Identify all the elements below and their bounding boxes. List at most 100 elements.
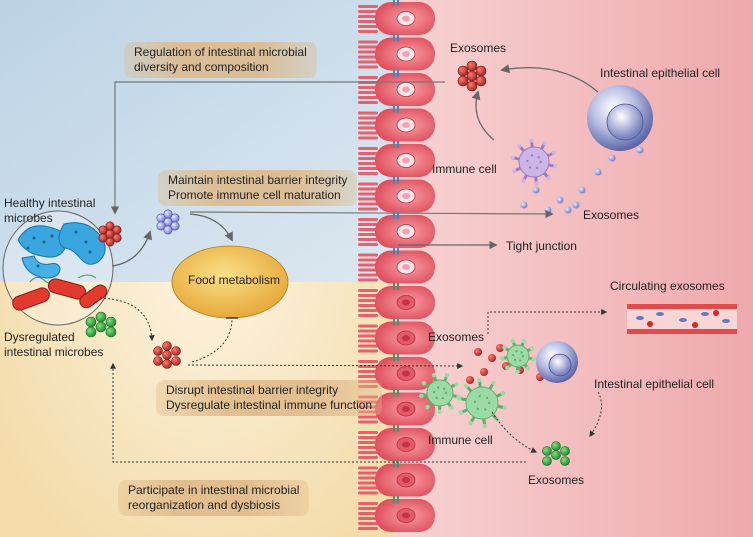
disrupt-label-line2: Dysregulate intestinal immune function — [166, 398, 373, 412]
exosome-icon — [162, 359, 172, 369]
exosome-icon — [488, 354, 496, 362]
healthy-microbes-label: Healthy intestinal microbes — [4, 196, 95, 226]
participate-label-line1: Participate in intestinal microbial — [128, 483, 300, 497]
epithelial-cell-bottom-label: Intestinal epithelial cell — [594, 377, 715, 391]
blue-bacterium-icon — [21, 255, 61, 279]
epithelial-cell-icon — [358, 144, 435, 177]
epithelial-cell-icon — [358, 2, 435, 35]
exosome-icon — [551, 450, 561, 460]
immune-cell-icon — [500, 338, 536, 375]
circulating-exosomes-label: Circulating exosomes — [610, 279, 725, 293]
exosome-icon — [98, 233, 108, 243]
exosome-icon — [560, 446, 570, 456]
epithelial-cell-icon — [358, 321, 435, 355]
exosomes-lower-label: Exosomes — [428, 330, 485, 344]
red-exosome-cluster-dysbiosis — [153, 341, 181, 369]
exosome-icon — [466, 376, 474, 384]
exosome-icon — [105, 326, 117, 338]
exosome-icon — [85, 326, 97, 338]
exosome-icon — [153, 356, 163, 366]
epithelial-cell-icon — [358, 73, 435, 106]
exosome-icon — [542, 456, 552, 466]
immune-cell-icon — [510, 138, 558, 186]
epithelium-layer — [358, 2, 435, 532]
exosome-icon — [153, 346, 163, 356]
exosome-icon — [572, 201, 580, 209]
maintain-label-line2: Promote immune cell maturation — [168, 188, 341, 202]
epithelial-cell-top-icon — [587, 85, 653, 151]
blue-exosome-cluster — [156, 209, 180, 235]
dysregulated-microbes-label: Dysregulated intestinal microbes — [4, 330, 103, 360]
blood-vessel-icon — [627, 304, 737, 334]
epithelial-cell-icon — [358, 286, 435, 319]
maintain-barrier-label: Maintain intestinal barrier integrity Pr… — [158, 170, 358, 206]
epithelial-cell-icon — [358, 428, 435, 461]
exosome-icon — [496, 344, 504, 352]
exosomes-mid-label: Exosomes — [583, 208, 640, 222]
exosome-icon — [457, 75, 469, 87]
epithelial-cell-top-label: Intestinal epithelial cell — [600, 66, 721, 80]
exosome-icon — [608, 154, 616, 162]
exosomes-top-label: Exosomes — [450, 41, 507, 55]
exosome-icon — [170, 221, 180, 231]
epithelial-cell-icon — [358, 250, 435, 284]
epithelial-cell-icon — [358, 357, 435, 390]
exosome-icon — [542, 446, 552, 456]
participate-label: Participate in intestinal microbial reor… — [118, 480, 310, 516]
tight-junction-label: Tight junction — [506, 239, 577, 253]
exosome-icon — [544, 206, 552, 214]
participate-label-line2: reorganization and dysbiosis — [128, 498, 281, 512]
healthy-label-line1: Healthy intestinal — [4, 196, 96, 210]
exosome-icon — [163, 225, 173, 235]
epithelial-cell-bottom-icon — [536, 341, 578, 383]
exosome-icon — [85, 316, 97, 328]
exosome-icon — [556, 196, 564, 204]
exosome-icon — [480, 368, 488, 376]
red-exosome-cluster-top — [457, 60, 487, 92]
microbe-community — [2, 210, 114, 326]
immune-cells — [419, 138, 558, 429]
exosome-icon — [560, 456, 570, 466]
exosome-icon — [594, 168, 602, 176]
green-exosome-cluster-left — [85, 311, 117, 338]
healthy-label-line2: microbes — [4, 211, 53, 225]
exosome-icon — [578, 186, 586, 194]
green-exosome-cluster-bottom — [542, 441, 570, 466]
exosome-icon — [105, 221, 115, 231]
regulation-label: Regulation of intestinal microbial diver… — [124, 42, 317, 78]
exosome-icon — [162, 341, 172, 351]
exosome-icon — [171, 356, 181, 366]
food-metabolism-label: Food metabolism — [188, 273, 281, 287]
exosome-icon — [466, 80, 478, 92]
exosome-icon — [163, 209, 173, 219]
exosome-icon — [475, 65, 487, 77]
red-exosome-cluster — [98, 221, 122, 247]
exosome-icon — [475, 75, 487, 87]
exosome-icon — [457, 65, 469, 77]
exosome-icon — [105, 316, 117, 328]
epithelial-cell-icon — [358, 215, 435, 248]
regulation-label-line1: Regulation of intestinal microbial — [134, 45, 307, 59]
blue-bacterium-icon — [58, 222, 106, 265]
blue-exosomes-scattered — [520, 146, 644, 214]
exosome-icon — [156, 221, 166, 231]
red-bacterium-icon — [12, 287, 50, 311]
disrupt-label-line1: Disrupt intestinal barrier integrity — [166, 383, 339, 397]
exosome-icon — [466, 60, 478, 72]
exosome-icon — [112, 233, 122, 243]
immune-cell-top-label: Immune cell — [432, 162, 497, 176]
host-background — [395, 0, 753, 537]
exosome-icon — [171, 346, 181, 356]
exosome-icon — [532, 186, 540, 194]
epithelial-cell-icon — [358, 179, 435, 213]
blue-bacterium-icon — [17, 225, 68, 258]
exosome-icon — [162, 350, 172, 360]
disrupt-barrier-label: Disrupt intestinal barrier integrity Dys… — [156, 380, 383, 416]
flow-arrows — [99, 64, 608, 463]
exosome-icon — [95, 311, 107, 323]
immune-cell-icon — [419, 372, 461, 415]
regulation-label-line2: diversity and composition — [134, 60, 269, 74]
exosome-icon — [105, 237, 115, 247]
exosome-icon — [551, 441, 561, 451]
